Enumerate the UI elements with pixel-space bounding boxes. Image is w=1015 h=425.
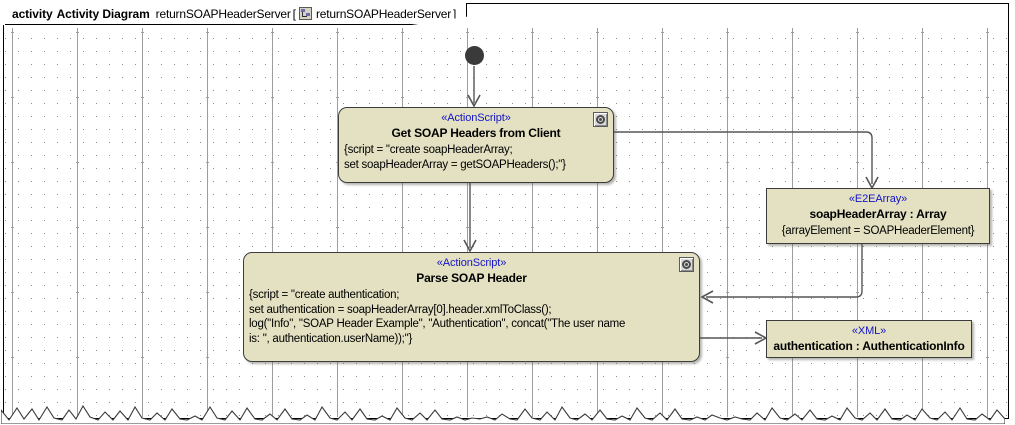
frame-diagram-name: returnSOAPHeaderServer — [155, 6, 291, 21]
frame-tab-left-edge — [3, 3, 5, 25]
frame-bracket-open: [ — [292, 6, 297, 21]
node-title: authentication : AuthenticationInfo — [773, 339, 965, 353]
activity-diagram-icon — [299, 7, 313, 20]
frame-reference-name: returnSOAPHeaderServer — [316, 6, 452, 21]
stereotype-label: «XML» — [851, 325, 887, 337]
frame-kind-label: activity — [12, 6, 53, 21]
initial-node[interactable] — [465, 46, 484, 65]
node-body-script: {script = "create authentication; set au… — [249, 289, 626, 345]
node-title: Parse SOAP Header — [416, 271, 527, 285]
action-node-get-soap-headers[interactable]: «ActionScript» Get SOAP Headers from Cli… — [338, 107, 614, 183]
node-body-properties: {arrayElement = SOAPHeaderElement} — [781, 225, 975, 237]
script-marker-icon[interactable] — [679, 257, 694, 272]
node-title: soapHeaderArray : Array — [809, 207, 947, 221]
frame-type-label: Activity Diagram — [56, 6, 150, 21]
action-node-parse-soap-header[interactable]: «ActionScript» Parse SOAP Header {script… — [243, 252, 700, 362]
node-title: Get SOAP Headers from Client — [391, 126, 561, 140]
frame-header-tab[interactable]: activity Activity Diagram returnSOAPHead… — [3, 3, 468, 25]
stereotype-label: «ActionScript» — [436, 257, 507, 269]
frame-bracket-close: ] — [453, 6, 457, 21]
script-marker-icon[interactable] — [593, 112, 608, 127]
stereotype-label: «ActionScript» — [441, 112, 511, 124]
object-node-authentication[interactable]: «XML» authentication : AuthenticationInf… — [766, 320, 972, 358]
node-body-script: {script = "create soapHeaderArray; set s… — [344, 144, 566, 171]
object-node-soap-header-array[interactable]: «E2EArray» soapHeaderArray : Array {arra… — [766, 188, 990, 244]
stereotype-label: «E2EArray» — [848, 193, 908, 205]
